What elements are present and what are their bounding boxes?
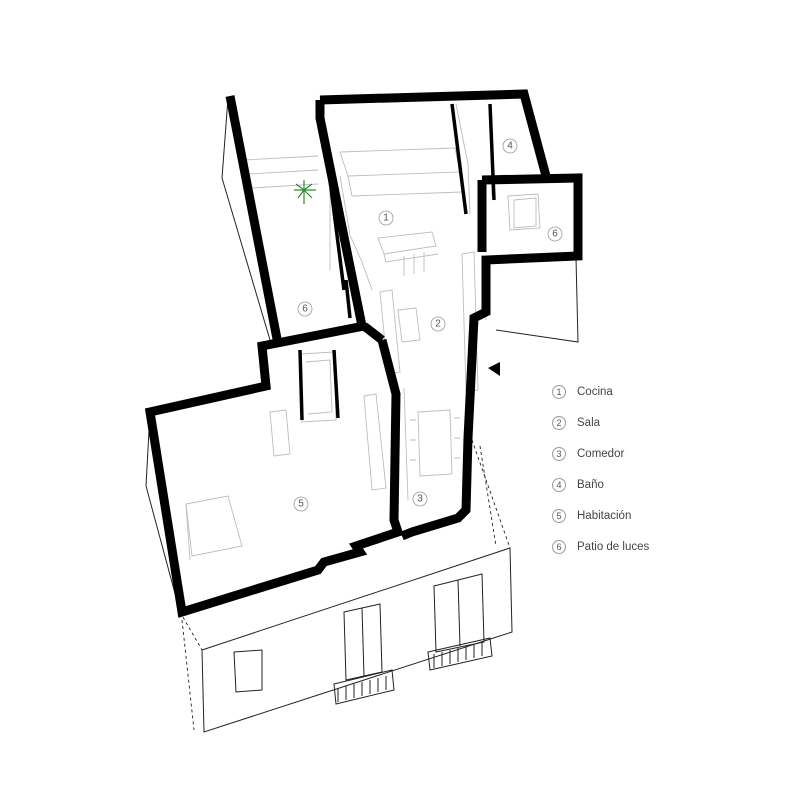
marker-bathroom: 4 (502, 138, 518, 154)
furniture-lines (185, 103, 541, 561)
projection-lines (179, 439, 511, 731)
plant-icon (294, 180, 316, 204)
legend-item-bano: 4 Baño (552, 469, 772, 500)
legend-item-patio: 6 Patio de luces (552, 531, 772, 562)
legend-label: Baño (577, 478, 604, 491)
svg-text:5: 5 (298, 499, 304, 510)
legend-item-comedor: 3 Comedor (552, 438, 772, 469)
marker-light-well-right: 6 (547, 226, 563, 242)
legend-number: 1 (552, 384, 566, 399)
svg-text:1: 1 (383, 213, 389, 224)
walls (144, 89, 583, 618)
legend-number: 6 (552, 539, 566, 554)
legend-item-cocina: 1 Cocina (552, 376, 772, 407)
inner-walls (298, 101, 496, 421)
marker-bedroom: 5 (293, 496, 309, 512)
svg-text:2: 2 (435, 319, 441, 330)
legend-label: Cocina (577, 385, 613, 398)
legend-label: Comedor (577, 447, 625, 460)
marker-dining: 3 (412, 491, 428, 507)
legend: 1 Cocina 2 Sala 3 Comedor 4 Baño 5 Habit… (552, 376, 772, 562)
legend-number: 3 (552, 446, 566, 461)
entrance-arrow-icon (488, 362, 500, 376)
legend-item-habitacion: 5 Habitación (552, 500, 772, 531)
marker-light-well-left: 6 (297, 301, 313, 317)
legend-label: Habitación (577, 509, 632, 522)
marker-living: 2 (430, 316, 446, 332)
svg-text:6: 6 (302, 304, 308, 315)
legend-label: Sala (577, 416, 601, 429)
svg-text:6: 6 (552, 229, 558, 240)
legend-number: 5 (552, 508, 566, 523)
svg-text:4: 4 (507, 141, 513, 152)
legend-number: 2 (552, 415, 566, 430)
legend-label: Patio de luces (577, 540, 650, 553)
legend-item-sala: 2 Sala (552, 407, 772, 438)
elevation-outlines (145, 97, 579, 733)
svg-text:3: 3 (417, 494, 423, 505)
marker-kitchen: 1 (378, 210, 394, 226)
legend-number: 4 (552, 477, 566, 492)
